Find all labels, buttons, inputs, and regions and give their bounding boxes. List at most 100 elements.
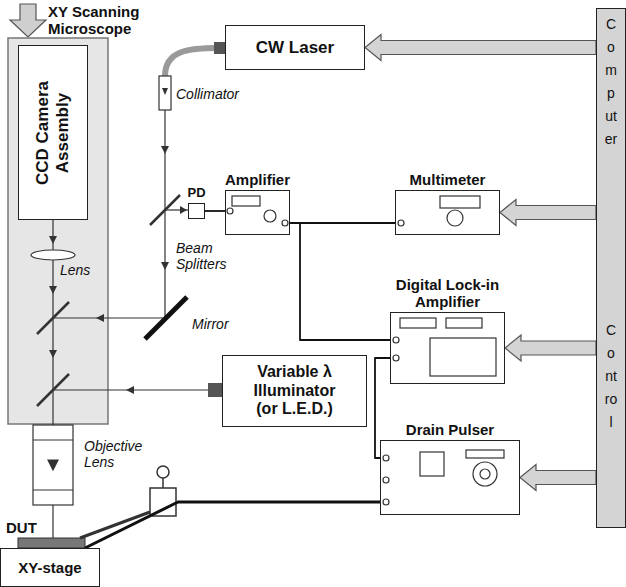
beam-splitter — [37, 195, 180, 406]
optical-fiber — [165, 48, 218, 76]
lockin-panel — [430, 338, 496, 376]
signal-wire — [85, 502, 380, 548]
pulser-panel — [420, 452, 444, 476]
objective-lens — [33, 439, 73, 440]
node-text: PD — [187, 186, 205, 201]
pulser-panel — [383, 477, 389, 483]
optical-axis — [49, 350, 57, 358]
objective-lens — [33, 425, 73, 505]
mirror — [145, 297, 187, 339]
mirror — [145, 297, 187, 339]
collimator — [159, 76, 171, 110]
node-text: Digital Lock-in Amplifier — [383, 276, 513, 311]
signal-wire — [290, 222, 395, 224]
probe-manipulator — [157, 466, 169, 478]
stage-box: XY-stage — [0, 548, 100, 587]
node-text: Control — [604, 319, 618, 434]
node-text: CCD Camera Assembly — [33, 73, 72, 193]
objective-lens — [48, 460, 58, 470]
node-text: Amplifier — [225, 171, 290, 188]
lockin-panel — [400, 318, 436, 328]
pulser-panel — [473, 462, 497, 486]
view-arrow — [10, 4, 46, 37]
view-arrow — [10, 4, 46, 37]
part-label: Beam Splitters — [176, 240, 246, 272]
probe-manipulator — [150, 488, 176, 516]
part-label: Lens — [60, 262, 90, 278]
dut-chip — [18, 538, 85, 548]
optical-axis — [180, 206, 187, 214]
control-arrow — [500, 200, 596, 226]
control-arrow — [520, 465, 596, 491]
connector — [214, 42, 225, 54]
lens — [31, 250, 75, 260]
node-text: CW Laser — [256, 38, 334, 58]
pulser-panel — [383, 455, 389, 461]
instrument-box: Digital Lock-in Amplifier — [390, 312, 505, 384]
illuminator-box: Variable λ Illuminator (or L.E.D.) — [222, 355, 367, 427]
control-arrow — [365, 35, 596, 61]
lockin-panel — [393, 337, 399, 343]
collimator — [159, 76, 171, 110]
instrument-box: Multimeter — [395, 190, 500, 235]
lockin-panel — [393, 355, 399, 361]
node-text: Computer — [604, 13, 618, 151]
optical-axis — [164, 110, 165, 318]
instrument-box: Drain Pulser — [380, 440, 520, 515]
part-label: Objective Lens — [84, 438, 159, 470]
node-text: Multimeter — [410, 171, 486, 188]
amplifier-panel — [282, 220, 288, 226]
amplifier-panel — [227, 196, 288, 226]
instrument-box: Amplifier — [225, 190, 290, 235]
optical-axis — [96, 314, 104, 322]
pulser-panel — [480, 469, 490, 479]
optical-axis — [53, 317, 165, 318]
optical-axis — [52, 505, 53, 538]
amplifier-panel — [264, 210, 276, 222]
lockin-panel — [393, 318, 496, 376]
amplifier-panel — [232, 196, 260, 206]
multimeter-panel — [398, 196, 480, 226]
signal-wire — [375, 358, 390, 458]
multimeter-panel — [440, 196, 480, 208]
camera-box: CCD Camera Assembly — [18, 45, 88, 220]
multimeter-panel — [398, 220, 404, 226]
lockin-panel — [446, 318, 482, 328]
pulser-panel — [466, 450, 504, 458]
optical-axis — [161, 262, 169, 270]
optical-axis — [49, 286, 57, 294]
optical-axis — [161, 146, 169, 154]
signal-wire — [290, 223, 390, 340]
pulser-panel — [383, 499, 389, 505]
objective-lens — [33, 489, 73, 490]
pulser-panel — [383, 450, 504, 505]
microscope-body — [8, 38, 108, 424]
part-label: Mirror — [192, 316, 229, 332]
beam-splitter — [150, 195, 180, 225]
laser-box: CW Laser — [225, 25, 365, 70]
photodiode-box: PD — [188, 203, 205, 219]
beam-splitter — [37, 302, 69, 334]
multimeter-panel — [447, 210, 463, 226]
node-text: XY-stage — [18, 559, 81, 576]
connector — [208, 383, 222, 397]
control-band: ComputerControl — [596, 8, 626, 528]
title-label: XY Scanning Microscope — [48, 3, 168, 38]
node-text: Variable λ Illuminator (or L.E.D.) — [243, 363, 347, 418]
control-arrow — [505, 335, 596, 361]
beam-splitter — [37, 374, 69, 406]
signal-wire — [205, 210, 225, 212]
collimator — [162, 88, 168, 95]
part-label: DUT — [6, 519, 37, 536]
amplifier-panel — [227, 208, 233, 214]
optical-fiber — [165, 48, 218, 76]
lens — [31, 250, 75, 260]
microscope-body — [8, 38, 108, 424]
dut-chip — [18, 538, 85, 548]
node-text: Drain Pulser — [406, 421, 494, 438]
optical-axis — [126, 386, 134, 394]
optical-axis — [49, 236, 57, 244]
